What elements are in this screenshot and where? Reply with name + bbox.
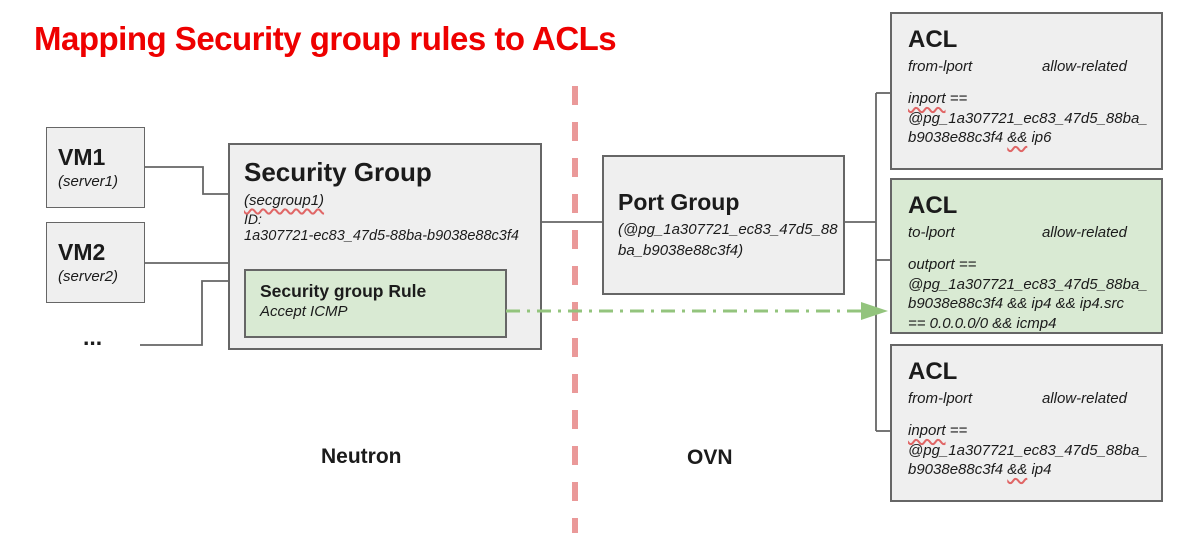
acl-box-ip4-ingress: ACL from-lport allow-related inport == @…: [890, 344, 1163, 502]
acl-direction-row: from-lport allow-related: [908, 58, 1127, 75]
security-group-id-label: ID:: [244, 210, 262, 227]
acl-direction-row: from-lport allow-related: [908, 390, 1127, 407]
acl-box-icmp-egress-highlighted: ACL to-lport allow-related outport == @p…: [890, 178, 1163, 334]
acl-match-expression: outport == @pg_1a307721_ec83_47d5_88ba_ …: [908, 256, 1148, 332]
neutron-zone-label: Neutron: [321, 445, 402, 468]
security-group-name: (secgroup1): [244, 191, 325, 209]
security-group-id-value: 1a307721-ec83_47d5-88ba-b9038e88c3f4: [244, 227, 519, 244]
acl-title: ACL: [908, 192, 958, 219]
acl-action: allow-related: [1041, 58, 1127, 76]
acl-title: ACL: [908, 358, 958, 385]
security-group-rule-title: Security group Rule: [260, 281, 427, 301]
vm2-box: VM2 (server2): [46, 222, 145, 303]
security-group-title: Security Group: [244, 157, 432, 187]
acl-box-ip6-ingress: ACL from-lport allow-related inport == @…: [890, 12, 1163, 170]
rule-to-acl-arrow-head: [861, 302, 888, 320]
vm1-detail: (server1): [58, 172, 119, 190]
acl-action: allow-related: [1041, 390, 1127, 408]
ovn-zone-label: OVN: [687, 446, 733, 469]
vm1-box: VM1 (server1): [46, 127, 145, 208]
acl-direction: from-lport: [908, 58, 973, 76]
vm1-name: VM1: [58, 144, 106, 171]
security-group-rule-detail: Accept ICMP: [260, 303, 348, 321]
port-group-box: Port Group (@pg_1a307721_ec83_47d5_88 ba…: [602, 155, 845, 295]
more-vms-connector-line: [140, 280, 228, 346]
vm1-connector-line: [145, 166, 228, 195]
vm2-name: VM2: [58, 239, 106, 266]
vm2-detail: (server2): [58, 267, 119, 285]
acl-match-expression: inport == @pg_1a307721_ec83_47d5_88ba_ b…: [908, 90, 1148, 147]
slide-title: Mapping Security group rules to ACLs: [34, 20, 617, 57]
port-group-title: Port Group: [618, 189, 740, 216]
security-group-rule-box: Security group Rule Accept ICMP: [244, 269, 507, 338]
acl-direction-row: to-lport allow-related: [908, 224, 1127, 241]
acl-direction: to-lport: [908, 224, 955, 242]
acl-action: allow-related: [1041, 224, 1127, 242]
acl-title: ACL: [908, 26, 958, 53]
port-group-id-value: (@pg_1a307721_ec83_47d5_88 ba_b9038e88c3…: [618, 221, 838, 259]
security-group-box: Security Group (secgroup1) ID: 1a307721-…: [228, 143, 542, 350]
more-vms-ellipsis: ...: [83, 324, 103, 350]
acl-match-expression: inport == @pg_1a307721_ec83_47d5_88ba_ b…: [908, 422, 1148, 479]
acl-direction: from-lport: [908, 390, 973, 408]
